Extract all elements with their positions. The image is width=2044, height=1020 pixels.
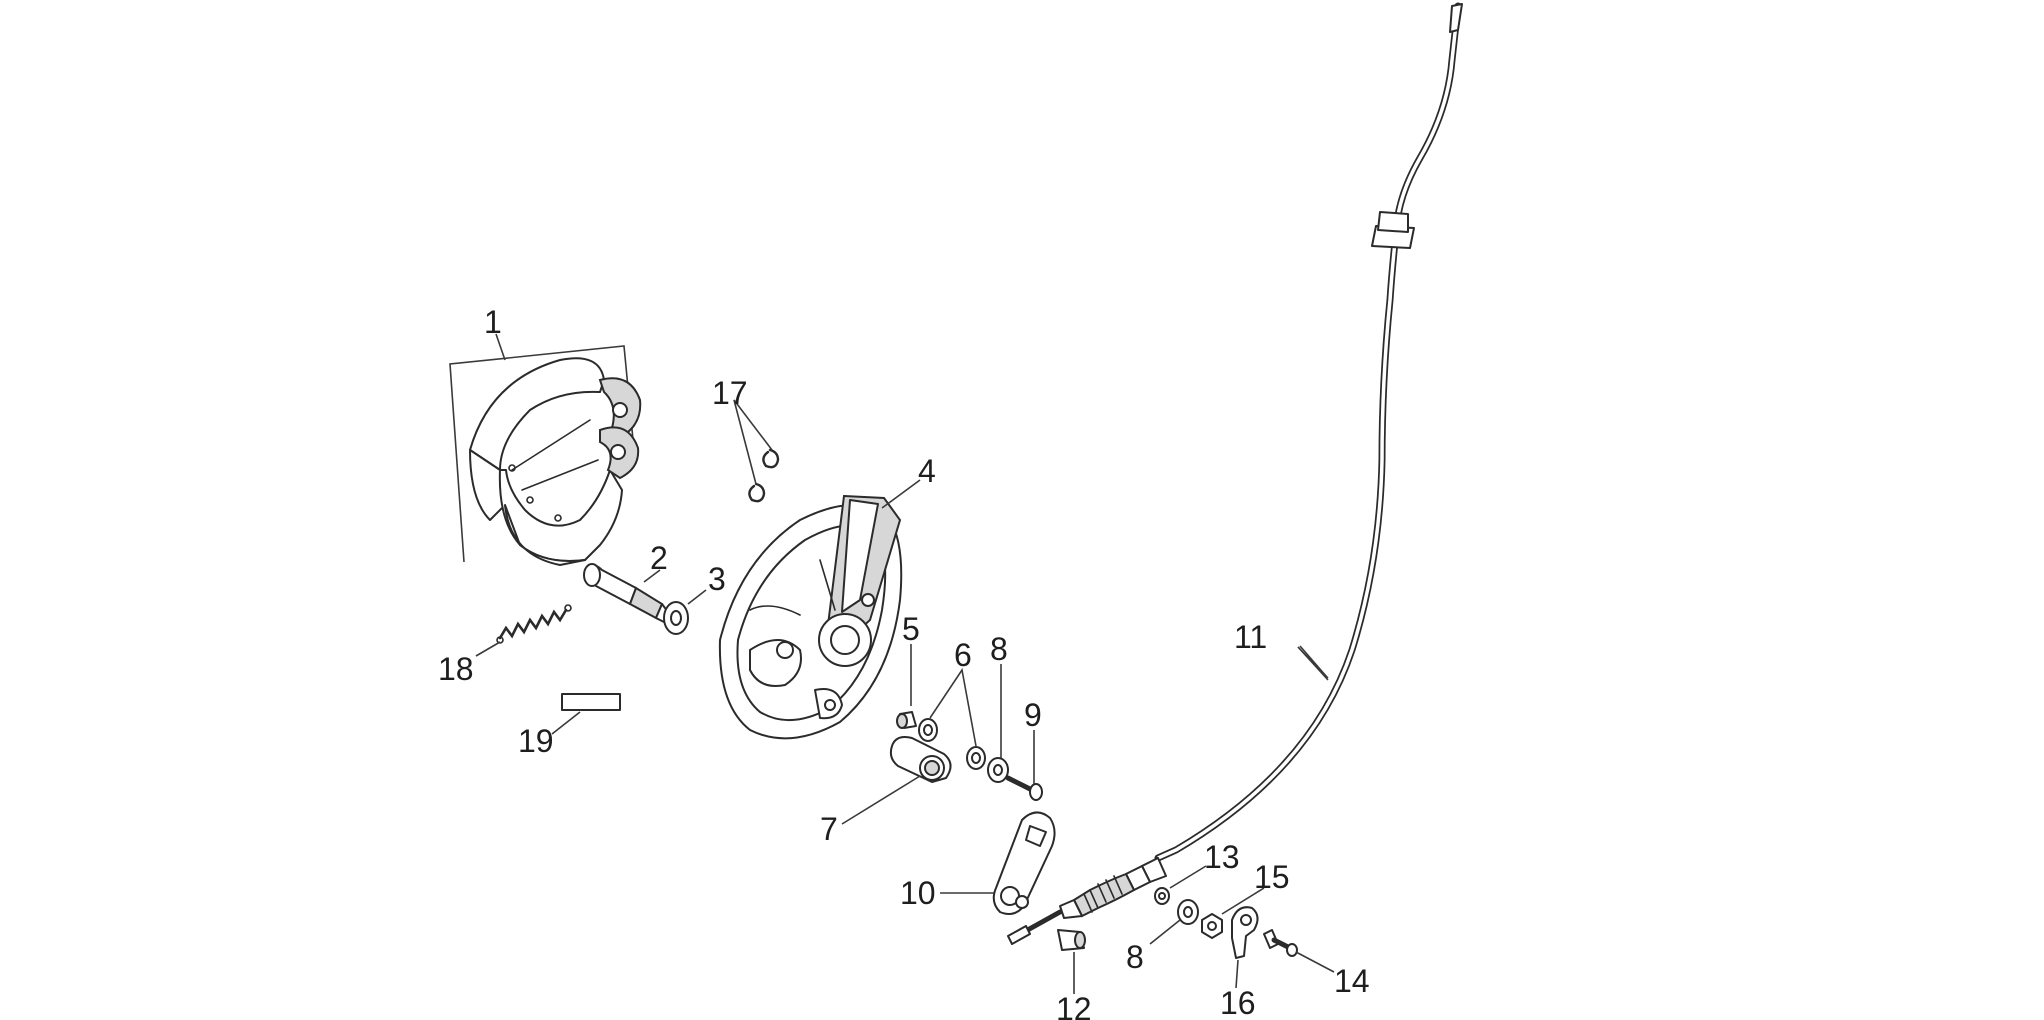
leader-19 (551, 711, 581, 735)
leader-6 (929, 667, 977, 747)
washers-6 (918, 718, 986, 770)
callout-8-upper: 8 (990, 631, 1008, 667)
callout-4: 4 (918, 453, 936, 489)
barrel-nut-12 (1057, 929, 1086, 951)
callout-9: 9 (1024, 697, 1042, 733)
nut-15 (1201, 913, 1223, 939)
callout-3: 3 (708, 561, 726, 597)
leader-13 (1169, 865, 1207, 889)
brake-lever-10 (992, 811, 1056, 915)
callout-14: 14 (1334, 963, 1370, 999)
washer-3 (663, 601, 689, 635)
leader-14 (1295, 951, 1335, 973)
callout-1: 1 (484, 304, 502, 340)
washer-13 (1154, 887, 1170, 905)
callout-6: 6 (954, 637, 972, 673)
spring-18 (496, 604, 572, 644)
screw-14 (1263, 929, 1298, 957)
callout-5: 5 (902, 611, 920, 647)
leader-17 (733, 399, 773, 485)
washer-8-lower (1177, 899, 1199, 925)
brake-cable-11 (1007, 2, 1463, 945)
leader-1 (495, 333, 506, 361)
callout-7: 7 (820, 811, 838, 847)
callout-19: 19 (518, 723, 554, 759)
brake-cam-shaft (583, 563, 669, 623)
cam-boss-7 (889, 736, 952, 783)
leader-2 (643, 569, 661, 583)
leader-4 (881, 479, 921, 509)
pin-5 (896, 711, 917, 729)
callout-18: 18 (438, 651, 474, 687)
callout-2: 2 (650, 540, 668, 576)
bolt-9 (1005, 775, 1043, 801)
leader-16 (1235, 959, 1239, 989)
clips-17 (748, 448, 780, 503)
callout-8-lower: 8 (1126, 939, 1144, 975)
callout-17: 17 (712, 375, 748, 411)
callout-16: 16 (1220, 985, 1256, 1020)
leader-18 (475, 641, 501, 657)
callout-10: 10 (900, 875, 936, 911)
leader-3 (687, 589, 707, 605)
washer-8-upper (987, 757, 1009, 783)
callout-12: 12 (1056, 991, 1092, 1020)
callout-11: 11 (1234, 619, 1267, 655)
brake-shoe-assembly (449, 345, 642, 566)
packet-19 (561, 693, 621, 711)
callout-15: 15 (1254, 859, 1290, 895)
brake-anchor-plate (718, 494, 903, 740)
leader-8-lower (1149, 919, 1181, 945)
callout-13: 13 (1204, 839, 1240, 875)
leader-15 (1221, 887, 1265, 915)
leader-7 (841, 775, 921, 825)
bracket-16 (1231, 906, 1259, 959)
